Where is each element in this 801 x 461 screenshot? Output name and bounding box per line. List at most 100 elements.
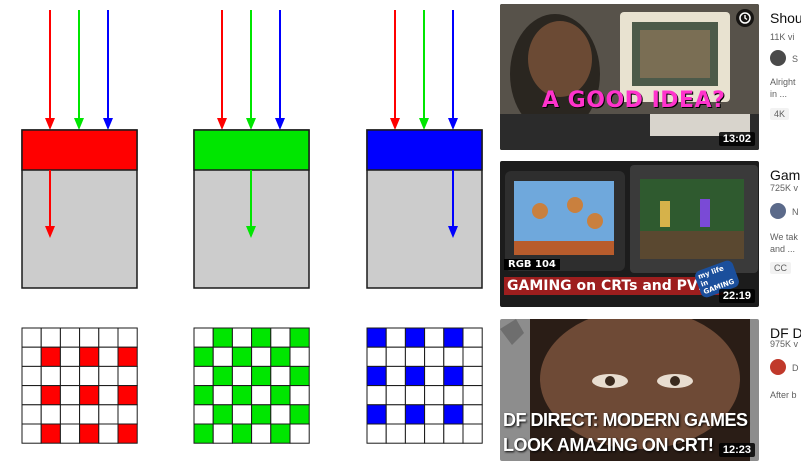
video-description: After b <box>770 389 800 401</box>
grid-cell <box>118 328 137 347</box>
video-thumbnail[interactable]: A GOOD IDEA? 13:02 <box>500 4 759 150</box>
grid-cell <box>22 386 41 405</box>
grid-cell <box>425 405 444 424</box>
grid-cell <box>463 424 482 443</box>
grid-cell <box>118 386 137 405</box>
grid-cell <box>99 328 118 347</box>
grid-cell <box>271 347 290 366</box>
video-title[interactable]: Gam <box>770 167 800 183</box>
channel-avatar[interactable] <box>770 203 786 219</box>
color-filter-diagram <box>0 0 495 461</box>
grid-cell <box>405 328 424 347</box>
grid-cell <box>80 424 99 443</box>
grid-cell <box>22 405 41 424</box>
grid-cell <box>194 328 213 347</box>
grid-cell <box>232 366 251 385</box>
incoming-arrow-red <box>45 10 55 130</box>
grid-cell <box>22 328 41 347</box>
grid-cell <box>232 347 251 366</box>
grid-cell <box>463 405 482 424</box>
grid-cell <box>232 386 251 405</box>
grid-cell <box>271 328 290 347</box>
grid-cell <box>213 424 232 443</box>
thumbnail-overlay-text: GAMING on CRTs and PVMs <box>504 277 723 295</box>
grid-cell <box>41 386 60 405</box>
video-item[interactable]: RGB 104 GAMING on CRTs and PVMs my life … <box>495 161 801 311</box>
video-thumbnail[interactable]: RGB 104 GAMING on CRTs and PVMs my life … <box>500 161 759 307</box>
channel-avatar[interactable] <box>770 359 786 375</box>
grid-cell <box>444 405 463 424</box>
video-title[interactable]: Shou <box>770 10 801 26</box>
incoming-arrow-blue <box>275 10 285 130</box>
grid-cell <box>41 328 60 347</box>
grid-cell <box>271 405 290 424</box>
captions-badge: CC <box>770 262 791 274</box>
video-description: We tak and ... <box>770 231 800 255</box>
pixel-grid-blue <box>367 328 482 443</box>
thumbnail-overlay-text: A GOOD IDEA? <box>542 88 725 113</box>
grid-cell <box>444 328 463 347</box>
grid-cell <box>386 424 405 443</box>
grid-cell <box>252 405 271 424</box>
grid-cell <box>232 328 251 347</box>
video-thumbnail[interactable]: DF DIRECT: MODERN GAMES LOOK AMAZING ON … <box>500 319 759 461</box>
grid-cell <box>290 424 309 443</box>
grid-cell <box>444 366 463 385</box>
grid-cell <box>99 424 118 443</box>
grid-cell <box>252 366 271 385</box>
grid-cell <box>425 366 444 385</box>
grid-cell <box>367 347 386 366</box>
channel-name[interactable]: S <box>792 54 798 64</box>
grid-cell <box>425 424 444 443</box>
grid-cell <box>367 386 386 405</box>
grid-cell <box>80 366 99 385</box>
incoming-arrow-green <box>419 10 429 130</box>
grid-cell <box>252 424 271 443</box>
grid-cell <box>463 347 482 366</box>
grid-cell <box>444 347 463 366</box>
thumbnail-image <box>500 4 759 150</box>
grid-cell <box>444 424 463 443</box>
grid-cell <box>290 347 309 366</box>
grid-cell <box>194 366 213 385</box>
grid-cell <box>386 328 405 347</box>
grid-cell <box>194 386 213 405</box>
channel-name[interactable]: N <box>792 207 799 217</box>
grid-cell <box>60 386 79 405</box>
video-meta: 725K v <box>770 183 798 193</box>
grid-cell <box>99 386 118 405</box>
duration-badge: 12:23 <box>719 443 755 457</box>
grid-cell <box>386 347 405 366</box>
grid-cell <box>405 405 424 424</box>
pixel-grid-green <box>194 328 309 443</box>
grid-cell <box>41 347 60 366</box>
grid-cell <box>386 366 405 385</box>
grid-cell <box>405 386 424 405</box>
grid-cell <box>271 424 290 443</box>
filter-blue <box>367 10 482 288</box>
grid-cell <box>80 347 99 366</box>
video-item[interactable]: A GOOD IDEA? 13:02 Shou 11K vi S Alright… <box>495 4 801 154</box>
grid-cell <box>425 328 444 347</box>
video-meta: 11K vi <box>770 32 794 42</box>
grid-cell <box>118 347 137 366</box>
channel-name[interactable]: D <box>792 363 799 373</box>
channel-avatar[interactable] <box>770 50 786 66</box>
grid-cell <box>118 405 137 424</box>
grid-cell <box>367 366 386 385</box>
grid-cell <box>118 424 137 443</box>
filter-red <box>22 10 137 288</box>
video-results-list: A GOOD IDEA? 13:02 Shou 11K vi S Alright… <box>495 0 801 461</box>
grid-cell <box>80 328 99 347</box>
watch-later-icon[interactable] <box>736 9 754 27</box>
incoming-arrow-red <box>390 10 400 130</box>
video-item[interactable]: DF DIRECT: MODERN GAMES LOOK AMAZING ON … <box>495 319 801 461</box>
grid-cell <box>425 386 444 405</box>
grid-cell <box>290 405 309 424</box>
grid-cell <box>41 424 60 443</box>
grid-cell <box>194 405 213 424</box>
pixel-grid-red <box>22 328 137 443</box>
grid-cell <box>252 328 271 347</box>
video-meta: 975K v <box>770 339 798 349</box>
thumbnail-tag: RGB 104 <box>504 259 560 270</box>
